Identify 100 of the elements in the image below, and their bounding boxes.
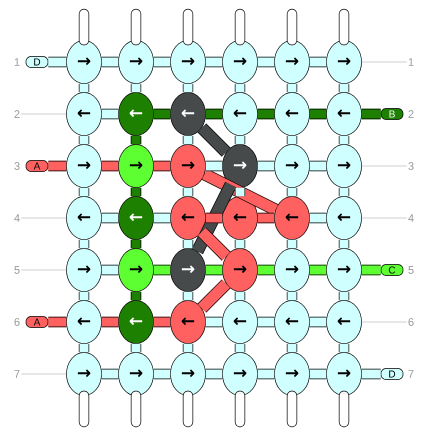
knot-oval: ←	[170, 300, 206, 344]
strand	[102, 264, 118, 276]
strand	[310, 108, 326, 120]
strand	[102, 368, 118, 380]
knot-oval: ←	[222, 300, 258, 344]
strand	[130, 390, 142, 428]
strand	[182, 188, 194, 196]
knot-oval: →	[118, 352, 154, 396]
strand	[130, 240, 142, 248]
row-number: 5	[408, 266, 414, 274]
row-number: 2	[408, 110, 414, 118]
knot-oval: →	[326, 248, 362, 292]
row-number: 7	[408, 370, 414, 378]
strand	[286, 292, 298, 300]
strand	[102, 108, 118, 120]
strand	[234, 344, 246, 352]
knot-oval: ←	[66, 300, 102, 344]
strand	[102, 316, 118, 328]
strand	[258, 264, 274, 276]
strand	[102, 56, 118, 68]
strand	[206, 264, 222, 276]
strand	[338, 188, 350, 196]
strand	[258, 160, 274, 172]
strand-end-tab: B	[380, 108, 404, 120]
strand	[154, 264, 170, 276]
strand	[154, 56, 170, 68]
knot-oval: →	[222, 144, 258, 188]
strand-end-tab: A	[26, 160, 48, 172]
strand	[234, 136, 246, 144]
knot-oval: →	[222, 40, 258, 84]
strand	[182, 136, 194, 144]
strand	[338, 240, 350, 248]
strand	[258, 56, 274, 68]
strand	[197, 279, 231, 313]
strand	[258, 212, 274, 224]
knot-oval: →	[274, 144, 310, 188]
strand	[154, 368, 170, 380]
strand	[310, 160, 326, 172]
row-number: 7	[14, 370, 20, 378]
strand	[338, 8, 350, 46]
strand	[286, 344, 298, 352]
strand	[286, 188, 298, 196]
strand	[338, 390, 350, 428]
knot-oval: ←	[66, 92, 102, 136]
strand	[78, 8, 90, 46]
strand	[102, 160, 118, 172]
knot-oval: →	[118, 144, 154, 188]
knot-oval: ←	[170, 196, 206, 240]
strand	[286, 240, 298, 248]
knot-oval: ←	[118, 300, 154, 344]
strand-end-tab: C	[380, 264, 404, 276]
strand	[286, 390, 298, 428]
knot-oval: →	[274, 40, 310, 84]
strand	[362, 264, 381, 276]
strand	[154, 160, 170, 172]
strand	[310, 264, 326, 276]
knot-oval: ←	[326, 92, 362, 136]
strand	[206, 212, 222, 224]
row-number: 1	[14, 58, 20, 66]
row-number: 3	[14, 162, 20, 170]
knot-oval: →	[274, 352, 310, 396]
strand	[286, 8, 298, 46]
strand	[192, 182, 236, 254]
knot-oval: →	[170, 40, 206, 84]
strand	[154, 316, 170, 328]
knot-oval: ←	[118, 196, 154, 240]
strand	[182, 390, 194, 428]
strand	[206, 160, 222, 172]
strand	[338, 84, 350, 92]
knot-oval: →	[118, 40, 154, 84]
knot-oval: →	[66, 352, 102, 396]
strand	[130, 344, 142, 352]
strand	[338, 344, 350, 352]
knot-oval: ←	[274, 92, 310, 136]
row-number: 4	[14, 214, 20, 222]
strand	[78, 292, 90, 300]
strand	[234, 84, 246, 92]
strand	[182, 292, 194, 300]
knot-oval: →	[118, 248, 154, 292]
strand	[197, 227, 231, 261]
strand	[130, 8, 142, 46]
strand	[130, 188, 142, 196]
strand	[206, 316, 222, 328]
row-number: 5	[14, 266, 20, 274]
strand	[48, 160, 66, 172]
knot-oval: ←	[222, 196, 258, 240]
knot-oval: →	[326, 40, 362, 84]
strand	[234, 188, 246, 196]
knot-oval: →	[274, 248, 310, 292]
strand-end-tab: A	[26, 316, 48, 328]
strand	[310, 212, 326, 224]
knot-oval: →	[326, 144, 362, 188]
strand	[310, 56, 326, 68]
strand	[182, 240, 194, 248]
strand	[338, 136, 350, 144]
strand	[78, 84, 90, 92]
strand	[154, 212, 170, 224]
strand	[234, 240, 246, 248]
knot-oval: ←	[118, 92, 154, 136]
row-number: 6	[14, 318, 20, 326]
